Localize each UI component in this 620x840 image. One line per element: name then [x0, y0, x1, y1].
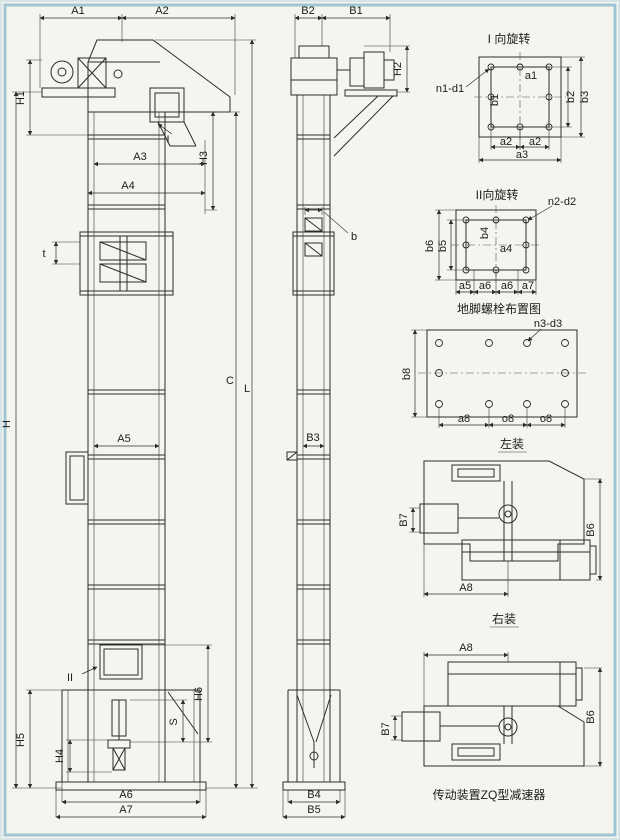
side-view-elevator: B2 B1 H2 b B3 B4 B5: [282, 5, 410, 820]
dim-label-b2: b2: [565, 91, 577, 103]
dim-label-a3: a3: [516, 149, 528, 161]
anchor-bolt-layout: 地脚螺栓布置图 n3-d3 b8 a8 o8 o8: [401, 301, 588, 428]
dim-label-a1: a1: [525, 70, 537, 82]
dim-label-C: C: [226, 375, 234, 387]
view-arrow-label-I: I: [166, 134, 169, 146]
dim-label-t: t: [42, 248, 45, 260]
drawing-caption: 传动装置ZQ型减速器: [433, 787, 546, 802]
dim-label-n1-d1: n1-d1: [436, 83, 464, 95]
dim-label-a8-span3: o8: [540, 413, 552, 425]
dim-label-b5: b5: [437, 240, 449, 252]
anchor-plan-title: 地脚螺栓布置图: [457, 301, 541, 316]
dim-label-H: H: [1, 420, 13, 428]
front-view-elevator: A1 A2 H1 H H5 H4 t A3 A4 H3 A5 S H6 C L …: [1, 5, 258, 820]
dim-label-H3: H3: [198, 151, 210, 165]
dim-label-A1: A1: [71, 5, 84, 17]
dim-label-b4: b4: [479, 227, 491, 239]
dim-label-n3-d3: n3-d3: [534, 318, 562, 330]
right-mount-title: 右装: [492, 611, 516, 626]
dim-label-H5: H5: [15, 733, 27, 747]
dim-label-a5: a5: [459, 280, 471, 292]
dim-label-H1: H1: [15, 91, 27, 105]
dim-label-B5: B5: [307, 804, 320, 816]
dim-label-S: S: [168, 718, 180, 725]
left-mount-drive-view: 左装 B7 B6 A8: [398, 436, 603, 597]
dim-label-B7-right-mount: B7: [380, 722, 392, 735]
dim-label-B6-left-mount: B6: [585, 523, 597, 536]
left-mount-title: 左装: [500, 436, 524, 451]
view-arrow-label-II: II: [67, 672, 73, 684]
dim-label-B2: B2: [301, 5, 314, 17]
dim-label-A6: A6: [119, 789, 132, 801]
dim-label-B6-right-mount: B6: [585, 710, 597, 723]
dim-label-a2-right: a2: [529, 136, 541, 148]
dim-label-A2: A2: [155, 5, 168, 17]
dim-label-a7: a7: [522, 280, 534, 292]
dim-label-a6-left: a6: [479, 280, 491, 292]
dim-label-L: L: [244, 383, 250, 395]
dim-label-B4: B4: [307, 789, 320, 801]
dim-label-b6: b6: [424, 240, 436, 252]
right-mount-drive-view: 右装 A8 B7 B6: [380, 611, 603, 767]
dim-label-a4: a4: [500, 243, 512, 255]
caption-text: 传动装置ZQ型减速器: [433, 787, 546, 802]
dim-label-A8-right-mount: A8: [459, 642, 472, 654]
dim-label-b3: b3: [579, 91, 591, 103]
dim-label-a2-left: a2: [500, 136, 512, 148]
dim-label-b8: b8: [401, 368, 413, 380]
detail-2-title: II向旋转: [476, 187, 519, 202]
dim-label-H4: H4: [54, 749, 66, 763]
detail-1-title: I 向旋转: [488, 31, 531, 46]
dim-label-a6-right: a6: [501, 280, 513, 292]
dim-label-A7: A7: [119, 804, 132, 816]
dim-label-H2: H2: [392, 62, 404, 76]
dim-label-b1: b1: [489, 94, 501, 106]
dim-label-n2-d2: n2-d2: [548, 196, 576, 208]
dim-label-B3: B3: [306, 432, 319, 444]
detail-flange-view-1: I 向旋转 a1 b1 b2 b3 n1-d1 a2 a2 a3: [436, 31, 591, 163]
detail-flange-view-2: II向旋转 n2-d2 b4 b5 b6 a4 a5 a6 a6 a7: [424, 187, 576, 295]
dim-label-A8-left-mount: A8: [459, 582, 472, 594]
dim-label-H6: H6: [193, 687, 205, 701]
dim-label-b: b: [351, 231, 357, 243]
dim-label-B7-left-mount: B7: [398, 513, 410, 526]
dim-label-a8-span1: a8: [458, 413, 470, 425]
dim-label-A4: A4: [121, 180, 134, 192]
dim-label-B1: B1: [349, 5, 362, 17]
dim-label-A3: A3: [133, 151, 146, 163]
dim-label-a8-span2: o8: [502, 413, 514, 425]
dim-label-A5: A5: [117, 433, 130, 445]
